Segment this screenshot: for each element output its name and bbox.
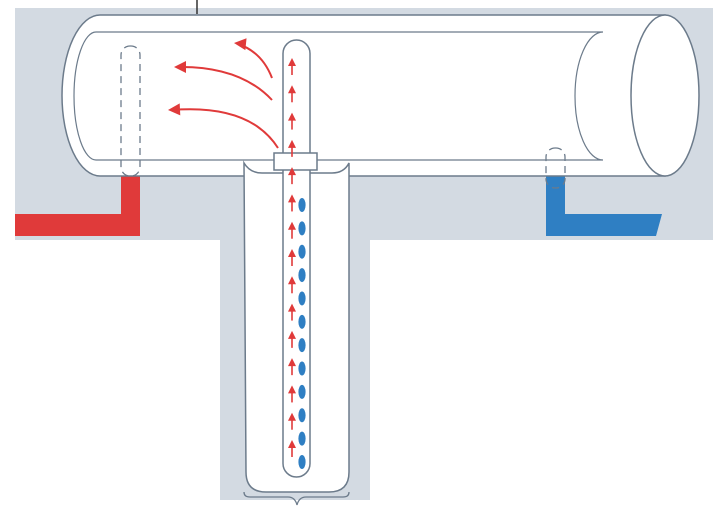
- bubbles: [298, 198, 306, 469]
- up-arrow-icon: [288, 440, 296, 457]
- up-arrow-icon: [288, 358, 296, 376]
- hot-water-pipe-icon: [15, 176, 140, 236]
- up-arrow-icon: [288, 276, 296, 294]
- bubble-icon: [298, 361, 306, 376]
- up-arrow-icon: [288, 85, 296, 103]
- tank-end-cap: [630, 14, 700, 177]
- bubble-icon: [298, 455, 306, 469]
- bubble-icon: [298, 291, 306, 306]
- up-arrow-icon: [288, 412, 296, 430]
- up-arrow-icon: [288, 58, 296, 75]
- curved-arrow-icon: [234, 38, 273, 79]
- up-arrow-icon: [288, 167, 296, 185]
- hot-outlet-dip-tube: [120, 45, 141, 177]
- bubble-icon: [298, 268, 306, 283]
- bubble-icon: [298, 431, 306, 446]
- bubble-icon: [298, 338, 306, 353]
- up-arrow-icon: [288, 194, 296, 212]
- cold-inlet-dip-tube: [545, 147, 566, 189]
- up-arrow-icon: [288, 139, 296, 157]
- up-arrow-icon: [288, 112, 296, 130]
- up-arrow-icon: [288, 385, 296, 403]
- up-arrow-icon: [288, 249, 296, 266]
- up-arrow-icon: [288, 303, 296, 321]
- tube-bottom-bracket: [243, 491, 350, 506]
- tank-outer-body: [61, 14, 666, 177]
- cylinder-tank-icon: [61, 14, 700, 189]
- curved-arrow-icon: [174, 61, 273, 101]
- bubble-icon: [298, 384, 306, 399]
- rising-arrows: [288, 58, 296, 457]
- tube-collar: [273, 152, 318, 171]
- bubble-icon: [298, 198, 306, 212]
- bubble-icon: [298, 314, 306, 329]
- up-arrow-icon: [288, 221, 296, 239]
- bubble-icon: [298, 244, 306, 259]
- up-arrow-icon: [288, 330, 296, 348]
- curved-arrows: [168, 38, 279, 149]
- bubble-icon: [298, 408, 306, 423]
- bubble-icon: [298, 221, 306, 236]
- tank-inner-wall: [73, 31, 604, 161]
- heat-pipe-icon: [282, 39, 311, 478]
- cold-water-pipe-icon: [546, 170, 662, 236]
- curved-arrow-icon: [168, 103, 279, 149]
